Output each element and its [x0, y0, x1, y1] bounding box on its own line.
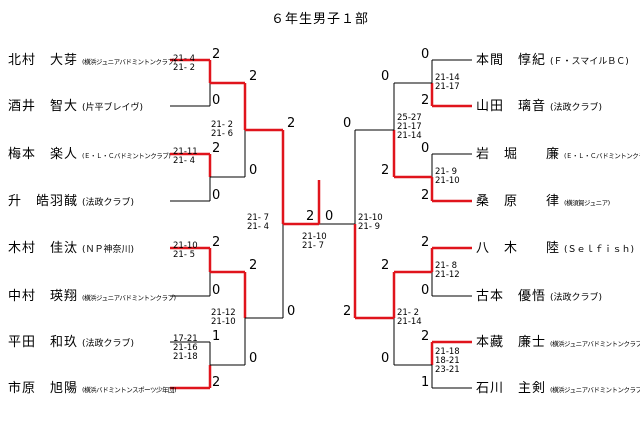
- game-count: 0: [421, 283, 430, 298]
- game-count: 2: [421, 329, 430, 344]
- player-right-5: 八 木 陸(Ｓｅｌｆｉｓｈ): [476, 238, 634, 256]
- player-name: 桑 原 律: [476, 194, 561, 209]
- player-right-4: 桑 原 律(横須賀ジュニア): [476, 191, 610, 209]
- match-score: 21- 9 21-10: [435, 167, 460, 186]
- game-count: 2: [249, 69, 258, 84]
- player-name: 木村 佳汰: [8, 241, 79, 256]
- player-left-8: 市原 旭陽(横浜バドミントンスポーツ少年団): [8, 378, 177, 396]
- player-right-2: 山田 璃音(法政クラブ): [476, 96, 602, 114]
- page-title: ６年生男子１部: [270, 12, 369, 27]
- match-score: 25-27 21-17 21-14: [397, 113, 422, 141]
- final-score: 21-10 21- 7: [302, 232, 327, 251]
- player-left-1: 北村 大芽(横浜ジュニアバドミントンクラブ): [8, 50, 176, 68]
- match-score: 21-12 21-10: [211, 308, 236, 327]
- player-left-6: 中村 瑛翔(横浜ジュニアバドミントンクラブ): [8, 286, 176, 304]
- player-club: (法政クラブ): [550, 293, 603, 303]
- player-name: 八 木 陸: [476, 241, 561, 256]
- game-count: 2: [212, 235, 221, 250]
- player-right-1: 本間 惇紀(Ｆ・スマイルＢＣ): [476, 50, 629, 68]
- player-name: 岩 堀 廉: [476, 147, 561, 162]
- final-count-right: 0: [325, 209, 334, 224]
- game-count: 0: [249, 351, 258, 366]
- game-count: 1: [212, 329, 221, 344]
- match-score: 21-14 21-17: [435, 73, 460, 92]
- player-club: (Ｓｅｌｆｉｓｈ): [564, 245, 635, 255]
- player-name: 市原 旭陽: [8, 381, 79, 396]
- player-left-3: 梅本 楽人(Ｅ・Ｌ・Ｃバドミントンクラブ): [8, 144, 171, 162]
- match-score: 21-18 18-21 23-21: [435, 347, 460, 375]
- player-club: (Ｅ・Ｌ・Ｃバドミントンクラブ): [82, 152, 171, 160]
- game-count: 0: [212, 283, 221, 298]
- player-right-6: 古本 優悟(法政クラブ): [476, 286, 602, 304]
- game-count: 0: [421, 141, 430, 156]
- match-score: 21- 2 21- 6: [211, 120, 233, 139]
- player-club: (法政クラブ): [82, 198, 135, 208]
- player-club: (片平ブレイヴ): [82, 103, 144, 113]
- match-score: 21-10 21- 5: [173, 241, 198, 260]
- match-score: 21- 7 21- 4: [247, 213, 269, 232]
- game-count: 2: [421, 235, 430, 250]
- player-left-5: 木村 佳汰(ＮＰ神奈川): [8, 238, 134, 256]
- player-left-7: 平田 和玖(法政クラブ): [8, 332, 134, 350]
- player-name: 平田 和玖: [8, 335, 79, 350]
- player-right-8: 石川 主剣(横浜ジュニアバドミントンクラブ): [476, 378, 640, 396]
- match-score: 21- 8 21-12: [435, 261, 460, 280]
- game-count: 2: [287, 116, 296, 131]
- player-club: (横浜バドミントンスポーツ少年団): [82, 386, 177, 394]
- player-club: (法政クラブ): [550, 103, 603, 113]
- game-count: 2: [381, 258, 390, 273]
- player-name: 石川 主剣: [476, 381, 547, 396]
- player-name: 本藏 廉士: [476, 335, 547, 350]
- game-count: 0: [212, 93, 221, 108]
- player-club: (Ｆ・スマイルＢＣ): [550, 57, 629, 67]
- player-name: 梅本 楽人: [8, 147, 79, 162]
- game-count: 0: [212, 188, 221, 203]
- player-name: 古本 優悟: [476, 289, 547, 304]
- game-count: 1: [421, 375, 430, 390]
- final-count-left: 2: [306, 209, 315, 224]
- player-club: (法政クラブ): [82, 339, 135, 349]
- player-club: (横浜ジュニアバドミントンクラブ): [550, 386, 640, 394]
- game-count: 0: [249, 163, 258, 178]
- game-count: 0: [343, 116, 352, 131]
- game-count: 2: [381, 163, 390, 178]
- game-count: 2: [212, 47, 221, 62]
- player-left-2: 酒井 智大(片平ブレイヴ): [8, 96, 143, 114]
- player-right-7: 本藏 廉士(横浜ジュニアバドミントンクラブ): [476, 332, 640, 350]
- match-score: 17-21 21-16 21-18: [173, 334, 198, 362]
- player-club: (ＮＰ神奈川): [82, 245, 135, 255]
- player-name: 北村 大芽: [8, 53, 79, 68]
- match-score: 21-11 21- 4: [173, 147, 198, 166]
- match-score: 21- 2 21-14: [397, 308, 422, 327]
- match-score: 21-10 21- 9: [358, 213, 383, 232]
- game-count: 0: [421, 47, 430, 62]
- player-name: 酒井 智大: [8, 99, 79, 114]
- game-count: 2: [421, 188, 430, 203]
- player-left-4: 升 皓羽馘(法政クラブ): [8, 191, 134, 209]
- player-right-3: 岩 堀 廉(Ｅ・Ｌ・Ｃバドミントンクラブ): [476, 144, 640, 162]
- player-name: 升 皓羽馘: [8, 194, 79, 209]
- player-club: (横浜ジュニアバドミントンクラブ): [82, 294, 176, 302]
- player-club: (横浜ジュニアバドミントンクラブ): [82, 58, 176, 66]
- match-score: 21- 4 21- 2: [173, 54, 195, 73]
- player-club: (横須賀ジュニア): [564, 199, 610, 207]
- game-count: 0: [381, 69, 390, 84]
- game-count: 0: [381, 351, 390, 366]
- player-club: (横浜ジュニアバドミントンクラブ): [550, 340, 640, 348]
- game-count: 2: [343, 304, 352, 319]
- player-name: 中村 瑛翔: [8, 289, 79, 304]
- game-count: 2: [249, 258, 258, 273]
- game-count: 0: [287, 304, 296, 319]
- game-count: 2: [212, 141, 221, 156]
- player-name: 山田 璃音: [476, 99, 547, 114]
- player-name: 本間 惇紀: [476, 53, 547, 68]
- game-count: 2: [212, 375, 221, 390]
- game-count: 2: [421, 93, 430, 108]
- player-club: (Ｅ・Ｌ・Ｃバドミントンクラブ): [564, 152, 640, 160]
